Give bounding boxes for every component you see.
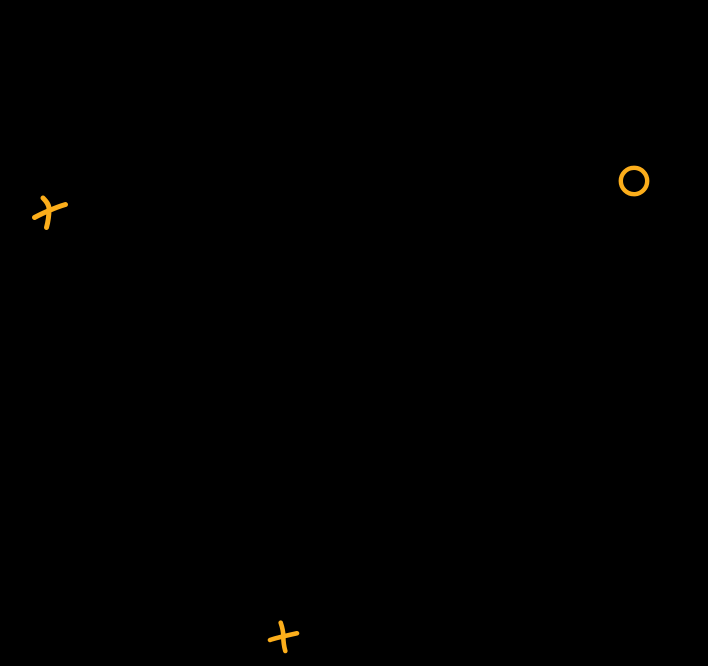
o-mark-top-right[interactable]: [618, 165, 650, 197]
x-mark-bottom-center[interactable]: [267, 620, 300, 654]
x-icon: [267, 631, 300, 643]
x-icon: [32, 201, 68, 220]
o-icon: [618, 165, 650, 197]
x-mark-top-left[interactable]: [32, 195, 68, 230]
